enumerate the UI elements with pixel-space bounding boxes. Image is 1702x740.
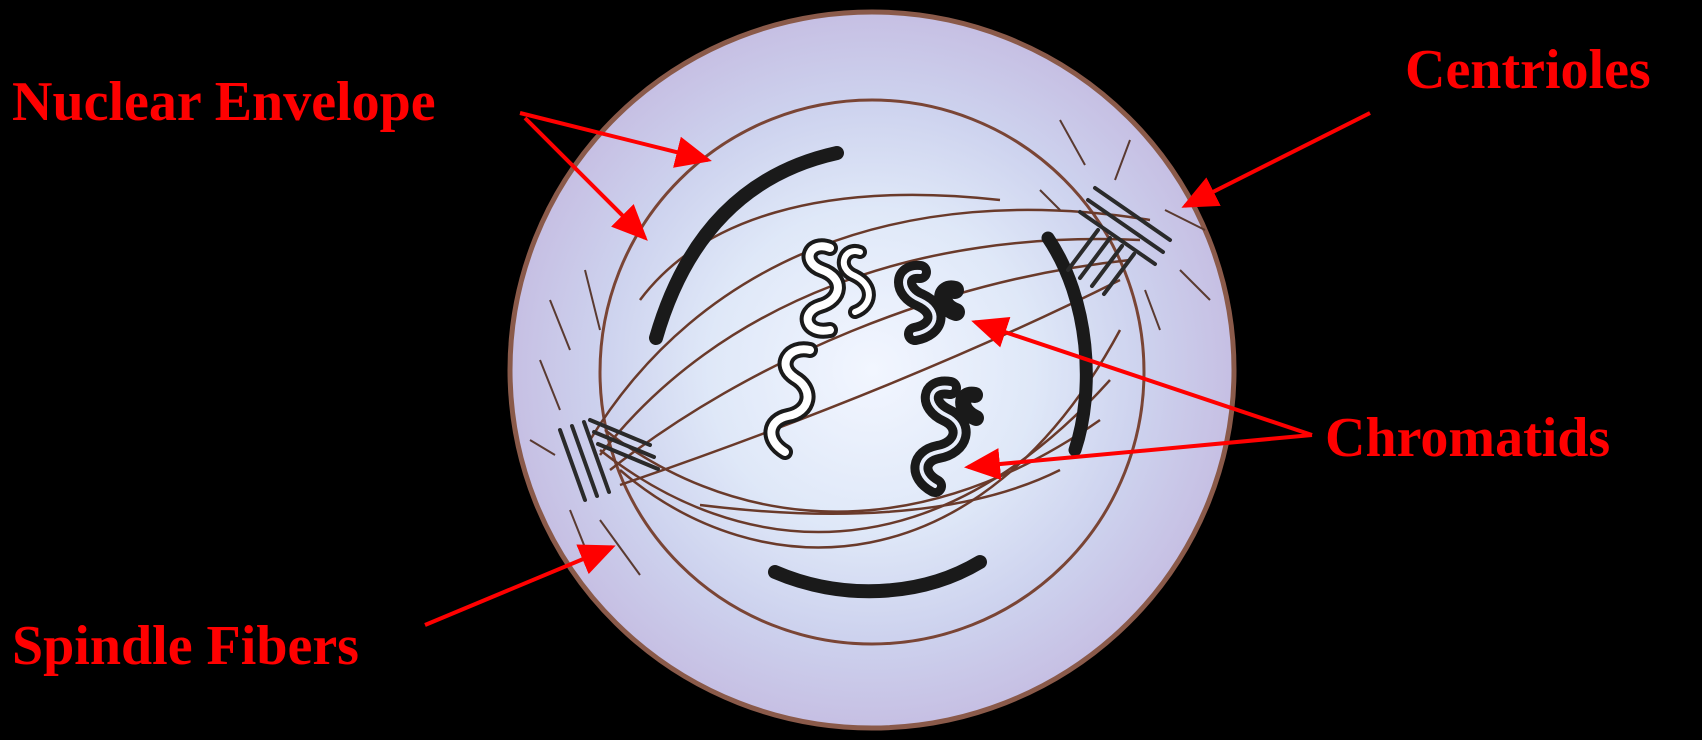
label-spindle-fibers: Spindle Fibers <box>12 618 359 674</box>
arrow-centrioles <box>1185 113 1370 206</box>
cell-membrane <box>510 12 1234 728</box>
label-chromatids: Chromatids <box>1325 410 1610 466</box>
label-centrioles: Centrioles <box>1405 42 1651 98</box>
label-nuclear-envelope: Nuclear Envelope <box>12 74 436 130</box>
